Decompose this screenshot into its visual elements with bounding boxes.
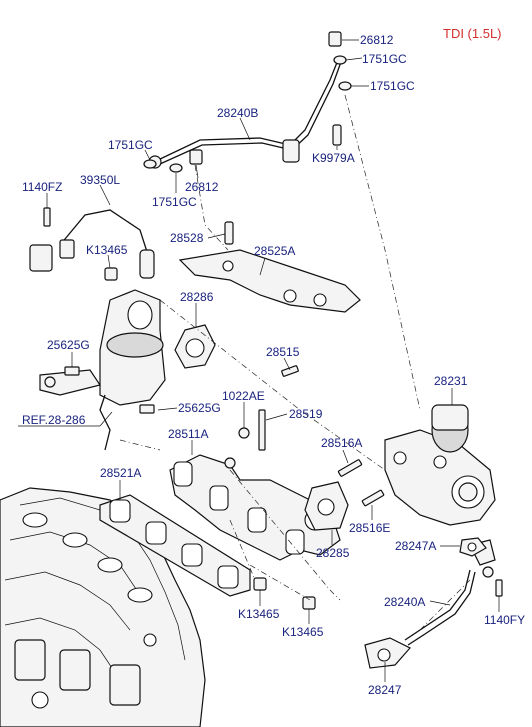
oil-return-pipe bbox=[404, 539, 496, 646]
turbocharger bbox=[384, 404, 496, 526]
converter-gasket bbox=[174, 324, 216, 369]
label-1022ae: 1022AE bbox=[222, 389, 265, 403]
label-1751gc-b: 1751GC bbox=[370, 79, 415, 93]
oxygen-sensor bbox=[29, 209, 155, 279]
bolt-26812-top bbox=[328, 31, 342, 47]
bolt-25625g-a bbox=[64, 366, 80, 376]
heat-protector bbox=[178, 249, 361, 313]
label-28247: 28247 bbox=[368, 683, 402, 697]
stud-28519 bbox=[258, 409, 266, 451]
exhaust-manifold bbox=[169, 454, 341, 561]
label-k13465-b: K13465 bbox=[238, 607, 280, 621]
turbo-gasket bbox=[304, 481, 349, 531]
reference-label: REF.28-286 bbox=[22, 413, 86, 427]
engine-variant-label: TDI (1.5L) bbox=[443, 26, 502, 41]
label-28516a: 28516A bbox=[321, 436, 363, 450]
label-28528: 28528 bbox=[170, 231, 204, 245]
bolt-25625g-b bbox=[139, 404, 155, 414]
label-25625g-b: 25625G bbox=[178, 401, 221, 415]
label-28519: 28519 bbox=[289, 407, 323, 421]
label-26812-top: 26812 bbox=[360, 33, 394, 47]
bolt-k9979a bbox=[332, 124, 342, 146]
label-28515: 28515 bbox=[266, 345, 300, 359]
washer-1751gc-c bbox=[143, 159, 157, 169]
label-k9979a: K9979A bbox=[312, 151, 355, 165]
washer-1751gc-a bbox=[333, 55, 347, 65]
bolt-1140fy bbox=[495, 579, 503, 597]
label-1140fz: 1140FZ bbox=[22, 180, 63, 194]
label-28286: 28286 bbox=[180, 290, 214, 304]
nut-1022ae bbox=[238, 427, 250, 439]
stud-28515 bbox=[281, 365, 299, 377]
nut-k13465-b bbox=[253, 577, 267, 591]
nut-k13465-c bbox=[302, 596, 316, 610]
stud-28516e bbox=[361, 489, 385, 507]
label-28525a: 28525A bbox=[254, 244, 296, 258]
label-28231: 28231 bbox=[434, 374, 468, 388]
oil-return-upper-gasket bbox=[459, 537, 487, 557]
label-39350l: 39350L bbox=[80, 173, 121, 187]
label-1751gc-d: 1751GC bbox=[152, 195, 197, 209]
label-26812-lower: 26812 bbox=[185, 180, 219, 194]
label-1140fy: 1140FY bbox=[484, 613, 526, 627]
label-28240a: 28240A bbox=[384, 595, 426, 609]
label-28285: 28285 bbox=[316, 546, 350, 560]
label-1751gc-a: 1751GC bbox=[362, 52, 407, 66]
label-25625g-a: 25625G bbox=[47, 338, 90, 352]
nut-k13465-a bbox=[104, 267, 118, 281]
leader-lines bbox=[18, 39, 500, 682]
label-28516e: 28516E bbox=[349, 521, 391, 535]
oil-return-gasket bbox=[364, 637, 411, 669]
label-28240b: 28240B bbox=[217, 106, 259, 120]
label-28521a: 28521A bbox=[100, 466, 142, 480]
catalytic-converter bbox=[39, 289, 166, 451]
stud-28516a bbox=[337, 459, 363, 477]
label-k13465-c: K13465 bbox=[282, 625, 324, 639]
bolt-1140fz bbox=[43, 207, 51, 227]
fasteners bbox=[43, 31, 503, 610]
washer-1751gc-b bbox=[338, 81, 352, 91]
bolt-28528 bbox=[224, 221, 234, 245]
label-28247a: 28247A bbox=[395, 539, 437, 553]
label-28511a: 28511A bbox=[168, 427, 209, 441]
washer-1751gc-d bbox=[169, 163, 183, 173]
alignment-lines bbox=[119, 94, 471, 631]
label-k13465-a: K13465 bbox=[86, 243, 128, 257]
label-1751gc-c: 1751GC bbox=[108, 138, 153, 152]
bolt-26812-lower bbox=[189, 149, 203, 165]
